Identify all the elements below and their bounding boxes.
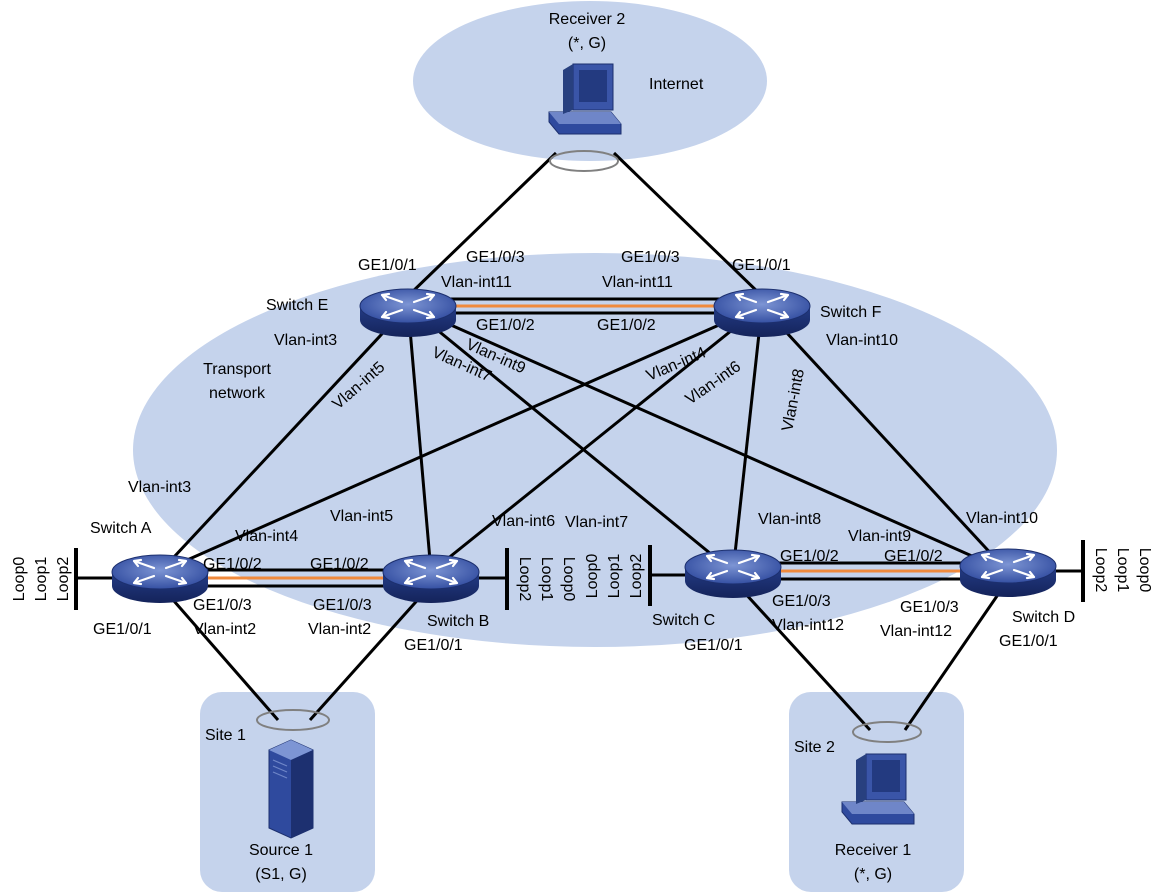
switch-c-ge102-label: GE1/0/2 xyxy=(780,548,839,565)
switch-d-vlan-int12-label: Vlan-int12 xyxy=(880,623,952,640)
switch-f-ge102-label: GE1/0/2 xyxy=(597,317,656,334)
link-e-d xyxy=(407,304,1009,574)
switch-d-ge103-label: GE1/0/3 xyxy=(900,599,959,616)
source1-group-label: (S1, G) xyxy=(255,866,307,883)
switch-a-loopback-labels: Loop0 Loop1 Loop2 xyxy=(11,557,72,602)
switch-a-loop2-label: Loop2 xyxy=(55,557,72,602)
link-f-c xyxy=(731,305,764,573)
switch-c-loop2-label: Loop2 xyxy=(628,554,645,599)
site2-label: Site 2 xyxy=(794,739,835,756)
switch-a-ge102-label: GE1/0/2 xyxy=(203,556,262,573)
receiver2-aggregation-ring xyxy=(549,150,619,172)
switch-a-ge103-label: GE1/0/3 xyxy=(193,597,252,614)
switch-b-icon[interactable] xyxy=(381,553,481,605)
link-receiver2-switch-f xyxy=(612,151,764,298)
link-a-source1 xyxy=(158,584,280,721)
switch-f-vlan-int10-label: Vlan-int10 xyxy=(826,332,898,349)
switch-d-loop1-label: Loop1 xyxy=(1114,548,1131,593)
switch-c-loop1-label: Loop1 xyxy=(606,554,623,599)
switch-e-ge103-label: GE1/0/3 xyxy=(466,249,525,266)
switch-f-ge101-label: GE1/0/1 xyxy=(732,257,791,274)
switch-e-vlan-int11-label: Vlan-int11 xyxy=(441,274,512,291)
switch-d-vlan-int10-label: Vlan-int10 xyxy=(966,510,1038,527)
switch-b-loop0-label: Loop0 xyxy=(560,557,577,602)
switch-c-vlan-int7-label: Vlan-int7 xyxy=(565,514,628,531)
switch-b-vlan-int5-label: Vlan-int5 xyxy=(330,508,393,525)
transport-network-label-line2: network xyxy=(209,385,266,402)
switch-d-icon[interactable] xyxy=(958,547,1058,599)
link-f-a xyxy=(159,304,763,574)
switch-e-icon[interactable] xyxy=(358,287,458,339)
switch-d-loopback-labels: Loop2 Loop1 Loop0 xyxy=(1092,548,1153,593)
switch-b-vlan-int2-label: Vlan-int2 xyxy=(308,621,371,638)
switch-a-icon[interactable] xyxy=(110,553,210,605)
switch-f-icon[interactable] xyxy=(712,287,812,339)
switch-b-loop1-label: Loop1 xyxy=(538,557,555,602)
switch-d-ge101-label: GE1/0/1 xyxy=(999,633,1058,650)
switch-a-loop0-label: Loop0 xyxy=(11,557,28,602)
switch-c-label: Switch C xyxy=(652,612,715,629)
source1-server-icon[interactable] xyxy=(268,739,314,839)
source1-label: Source 1 xyxy=(249,842,313,859)
switch-c-vlan-int8-label: Vlan-int8 xyxy=(758,511,821,528)
switch-e-ge101-label: GE1/0/1 xyxy=(358,257,417,274)
switch-b-ge102-label: GE1/0/2 xyxy=(310,556,369,573)
switch-e-vlan-int3-label: Vlan-int3 xyxy=(274,332,337,349)
link-f-d xyxy=(760,304,1010,574)
switch-b-loop2-label: Loop2 xyxy=(516,557,533,602)
switch-d-label: Switch D xyxy=(1012,609,1075,626)
switch-b-vlan-int6-label: Vlan-int6 xyxy=(492,513,555,530)
switch-a-vlan-int2-label: Vlan-int2 xyxy=(193,621,256,638)
switch-f-vlan-int11-label: Vlan-int11 xyxy=(602,274,673,291)
receiver1-group-label: (*, G) xyxy=(854,866,892,883)
link-e-c xyxy=(407,304,734,574)
link-f-b xyxy=(430,304,763,574)
internet-label: Internet xyxy=(649,76,704,93)
switch-b-ge103-label: GE1/0/3 xyxy=(313,597,372,614)
switch-a-loop1-label: Loop1 xyxy=(33,557,50,602)
switch-e-ge102-label: GE1/0/2 xyxy=(476,317,535,334)
switch-e-label: Switch E xyxy=(266,297,328,314)
switch-c-vlan-int9-label: Vlan-int9 xyxy=(848,528,911,545)
link-b-source1 xyxy=(308,583,433,722)
transport-network-label-line1: Transport xyxy=(203,361,271,378)
switch-a-vlan-int4-label: Vlan-int4 xyxy=(235,528,298,545)
switch-c-vlan-int12-label: Vlan-int12 xyxy=(772,617,844,634)
switch-b-ge101-label: GE1/0/1 xyxy=(404,637,463,654)
link-c-receiver1 xyxy=(731,578,872,732)
site1-aggregation-ring xyxy=(256,709,330,731)
receiver1-label: Receiver 1 xyxy=(835,842,912,859)
switch-c-ge103-label: GE1/0/3 xyxy=(772,593,831,610)
link-receiver2-switch-e xyxy=(406,151,558,298)
switch-f-ge103-label: GE1/0/3 xyxy=(621,249,680,266)
site1-label: Site 1 xyxy=(205,727,246,744)
switch-c-ge101-label: GE1/0/1 xyxy=(684,637,743,654)
switch-d-loop2-label: Loop2 xyxy=(1092,548,1109,593)
switch-c-loop0-label: Loop0 xyxy=(584,554,601,599)
switch-c-loopback-labels: Loop0 Loop1 Loop2 xyxy=(584,554,645,599)
switch-d-ge102-label: GE1/0/2 xyxy=(884,548,943,565)
switch-d-loop0-label: Loop0 xyxy=(1136,548,1153,593)
receiver2-label: Receiver 2 xyxy=(549,11,626,28)
switch-b-label: Switch B xyxy=(427,613,489,630)
receiver2-group-label: (*, G) xyxy=(568,35,606,52)
switch-b-loopback-labels: Loop2 Loop1 Loop0 xyxy=(516,557,577,602)
site2-aggregation-ring xyxy=(852,721,922,743)
link-e-b xyxy=(406,305,433,573)
switch-f-label: Switch F xyxy=(820,304,882,321)
switch-a-ge101-label: GE1/0/1 xyxy=(93,621,152,638)
switch-a-vlan-int3-label: Vlan-int3 xyxy=(128,479,191,496)
switch-a-label: Switch A xyxy=(90,520,152,537)
switch-c-icon[interactable] xyxy=(683,548,783,600)
link-d-receiver1 xyxy=(903,579,1010,731)
link-e-a xyxy=(158,304,410,574)
